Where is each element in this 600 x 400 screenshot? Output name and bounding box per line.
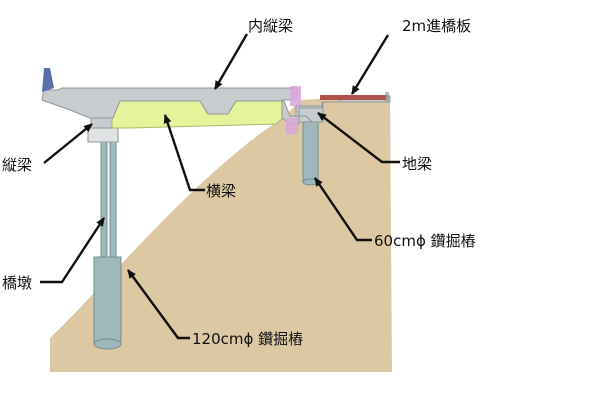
leader-pier [40,217,106,284]
label-inner-girder: 内縦梁 [248,17,293,35]
leader-ground-beam [317,112,400,164]
label-small-pile: 60cmϕ 鑽掘樁 [374,232,476,250]
leader-cross-beam [163,114,205,192]
leader-side-girder [43,123,93,164]
pier-columns [100,142,117,257]
approach-slab [320,92,389,101]
small-pile [302,119,319,186]
label-large-pile: 120cmϕ 鑽掘樁 [192,330,303,348]
label-cross-beam: 横梁 [206,182,236,200]
leader-large-pile [127,269,190,340]
label-approach-slab: 2m進橋板 [402,17,471,35]
railing-post [42,68,54,92]
expansion-joint [286,86,301,134]
leader-approach-slab [350,34,390,95]
deck-slab [41,87,391,125]
label-pier: 橋墩 [2,274,32,292]
leader-small-pile [314,177,372,242]
large-pile [93,256,122,350]
leader-inner-girder [213,33,249,90]
label-ground-beam: 地梁 [402,155,432,173]
cross-beam [111,100,284,129]
label-side-girder: 縦梁 [2,156,32,174]
